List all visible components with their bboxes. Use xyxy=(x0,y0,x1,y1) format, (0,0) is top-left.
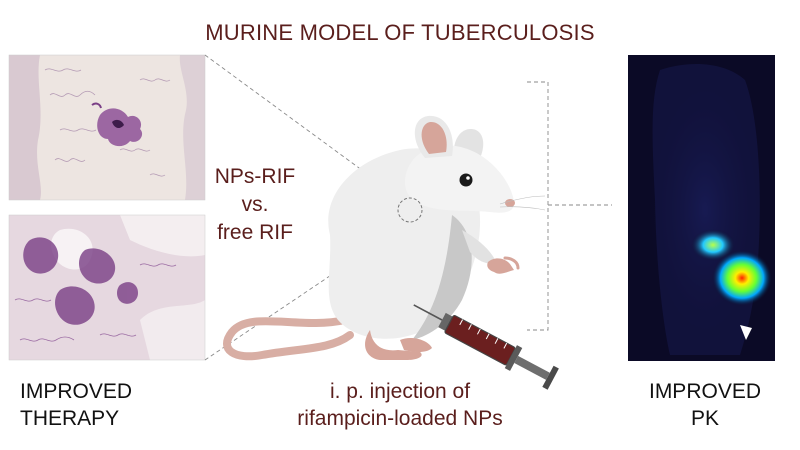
caption-pk: IMPROVED PK xyxy=(620,378,790,432)
caption-therapy: IMPROVED THERAPY xyxy=(20,378,170,432)
caption-therapy-line-1: IMPROVED xyxy=(20,380,133,403)
mouse-illustration xyxy=(328,115,546,360)
magnifier-circle xyxy=(397,197,423,223)
comparison-line-1: NPs-RIF xyxy=(214,165,296,188)
mouse-tail xyxy=(223,316,354,361)
caption-injection: i. p. injection of rifampicin-loaded NPs xyxy=(250,378,550,432)
in-vivo-imaging-panel xyxy=(628,55,775,361)
caption-therapy-line-2: THERAPY xyxy=(20,407,120,430)
comparison-line-2: vs. xyxy=(241,193,269,216)
caption-pk-line-2: PK xyxy=(690,407,719,430)
caption-injection-line-1: i. p. injection of xyxy=(329,380,471,403)
caption-pk-line-1: IMPROVED xyxy=(648,380,761,403)
lung-histology-panel-top xyxy=(9,55,205,200)
figure-title: MURINE MODEL OF TUBERCULOSIS xyxy=(205,20,595,45)
lung-histology-panel-bottom xyxy=(9,215,205,360)
comparison-label: NPs-RIF vs. free RIF xyxy=(200,163,310,247)
caption-injection-line-2: rifampicin-loaded NPs xyxy=(297,407,503,430)
imaging-bracket xyxy=(527,81,612,331)
syringe-icon xyxy=(413,304,559,390)
comparison-line-3: free RIF xyxy=(217,221,293,244)
